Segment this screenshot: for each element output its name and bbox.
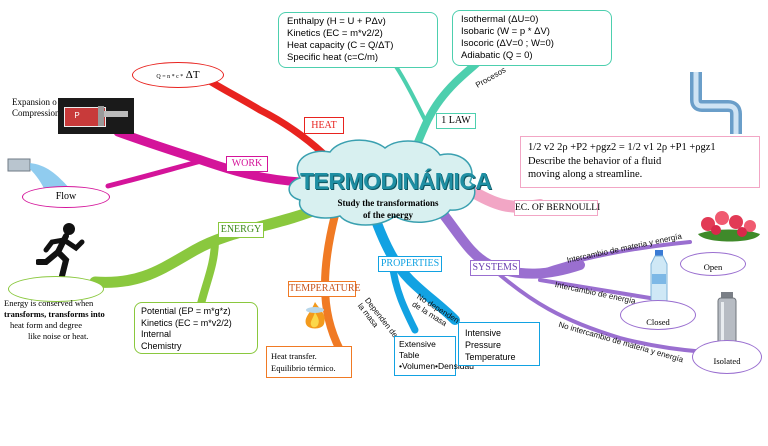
properties-branch xyxy=(370,213,460,325)
systems-tag: SYSTEMS xyxy=(470,260,520,276)
bernoulli-desc-line2: moving along a streamline. xyxy=(528,169,643,180)
bernoulli-equation: 1/2 v2 2ρ +P2 +ρgz2 = 1/2 v1 2ρ +P1 +ρgz… xyxy=(528,142,716,153)
specific-heat-formula: Specific heat (c=C/m) xyxy=(287,52,379,63)
internal-energy: Internal xyxy=(141,329,172,339)
intensive-pressure: Pressure xyxy=(465,340,502,350)
conservation-line4: like noise or heat. xyxy=(28,331,89,341)
heat-branch xyxy=(201,74,334,164)
isobaric-process: Isobaric (W = p * ΔV) xyxy=(461,26,550,37)
center-title: TERMODINÁMICA xyxy=(300,168,492,194)
kinetics-formula: Kinetics (EC = m*v2/2) xyxy=(287,28,383,39)
bernoulli-tag: EC. OF BERNOULLI xyxy=(514,200,600,216)
systems-open-branch xyxy=(538,240,692,274)
isothermal-process: Isothermal (ΔU=0) xyxy=(461,14,539,25)
flame-icon xyxy=(300,300,330,332)
temperature-note-line2: Equilibrio térmico. xyxy=(271,363,336,373)
closed-system-ellipse: Closed xyxy=(620,300,696,330)
piston-letter: P xyxy=(74,111,80,120)
heat-formula-prefix: Q = n * c * xyxy=(156,74,184,80)
isocoric-process: Isocoric (ΔV=0 ; W=0) xyxy=(461,38,554,49)
flow-ellipse: Flow xyxy=(22,186,110,208)
pipe-icon xyxy=(680,70,756,136)
conservation-line3: heat form and degree xyxy=(10,320,82,330)
intensive-box: Intensive Pressure Temperature xyxy=(458,322,540,366)
chemistry-energy: Chemistry xyxy=(141,340,182,351)
center-subtitle-line1: Study the transformations xyxy=(337,198,439,208)
open-system-ellipse: Open xyxy=(680,252,746,276)
expansion-label-line2: Compression xyxy=(12,108,60,118)
water-bottle-icon xyxy=(648,250,670,306)
extensive-examples: •Volumen•Densidad xyxy=(399,361,474,371)
energy-sub-branch xyxy=(196,236,219,312)
processes-box: Isothermal (ΔU=0) Isobaric (W = p * ΔV) … xyxy=(452,10,612,66)
work-tag: WORK xyxy=(226,156,268,172)
heat-capacity-formula: Heat capacity (C = Q/ΔT) xyxy=(287,40,394,51)
extensive-box: Extensive Table •Volumen•Densidad xyxy=(394,336,474,376)
energy-types-box: Potential (EP = m*g*z) Kinetics (EC = m*… xyxy=(134,302,258,354)
first-law-sub-branch xyxy=(393,63,427,122)
temperature-note-line1: Heat transfer. xyxy=(271,351,317,361)
center-subtitle-line2: of the energy xyxy=(363,210,413,220)
properties-tag: PROPERTIES xyxy=(378,256,442,272)
energy-tag: ENERGY xyxy=(218,222,264,238)
intensive-title: Intensive xyxy=(465,328,502,338)
temperature-tag: TEMPERATURE xyxy=(288,281,361,297)
potential-energy: Potential (EP = m*g*z) xyxy=(141,306,231,316)
first-law-tag: 1 LAW xyxy=(436,113,476,129)
extensive-table: Table xyxy=(399,350,420,360)
work-branch xyxy=(113,127,305,187)
intensive-temperature: Temperature xyxy=(465,352,516,362)
adiabatic-process: Adiabatic (Q = 0) xyxy=(461,50,533,61)
first-law-formulas-box: Enthalpy (H = U + PΔv) Kinetics (EC = m*… xyxy=(278,12,438,68)
conservation-line1: Energy is conserved when xyxy=(4,298,94,308)
heat-tag: HEAT xyxy=(304,117,344,134)
systems-isolated-branch xyxy=(498,273,707,354)
kinetic-energy: Kinetics (EC = m*v2/2) xyxy=(141,317,232,328)
heat-formula-delta: ΔT xyxy=(185,69,200,81)
energy-conservation-text: Energy is conserved when transforms, tra… xyxy=(4,298,134,342)
conservation-line2: transforms, transforms into xyxy=(4,309,105,319)
heat-formula-ellipse: Q = n * c * ΔT xyxy=(132,62,224,88)
piston-icon: P xyxy=(58,98,134,134)
energy-conserved-ellipse xyxy=(8,276,104,302)
expansion-label-line1: Expansion o xyxy=(12,97,57,107)
center-cloud xyxy=(288,139,476,226)
systems-closed-branch xyxy=(538,278,652,300)
isolated-system-ellipse: Isolated xyxy=(692,340,762,374)
bernoulli-desc-line1: Describe the behavior of a fluid xyxy=(528,155,662,167)
work-flow-branch xyxy=(105,157,208,189)
enthalpy-formula: Enthalpy (H = U + PΔv) xyxy=(287,16,386,27)
bernoulli-equation-box: 1/2 v2 2ρ +P2 +ρgz2 = 1/2 v1 2ρ +P1 +ρgz… xyxy=(520,136,760,188)
energy-branch xyxy=(89,202,326,288)
runner-icon xyxy=(35,222,86,279)
temperature-note-box: Heat transfer. Equilibrio térmico. xyxy=(266,346,352,378)
flowers-icon xyxy=(694,206,764,250)
extensive-title: Extensive xyxy=(399,339,436,349)
